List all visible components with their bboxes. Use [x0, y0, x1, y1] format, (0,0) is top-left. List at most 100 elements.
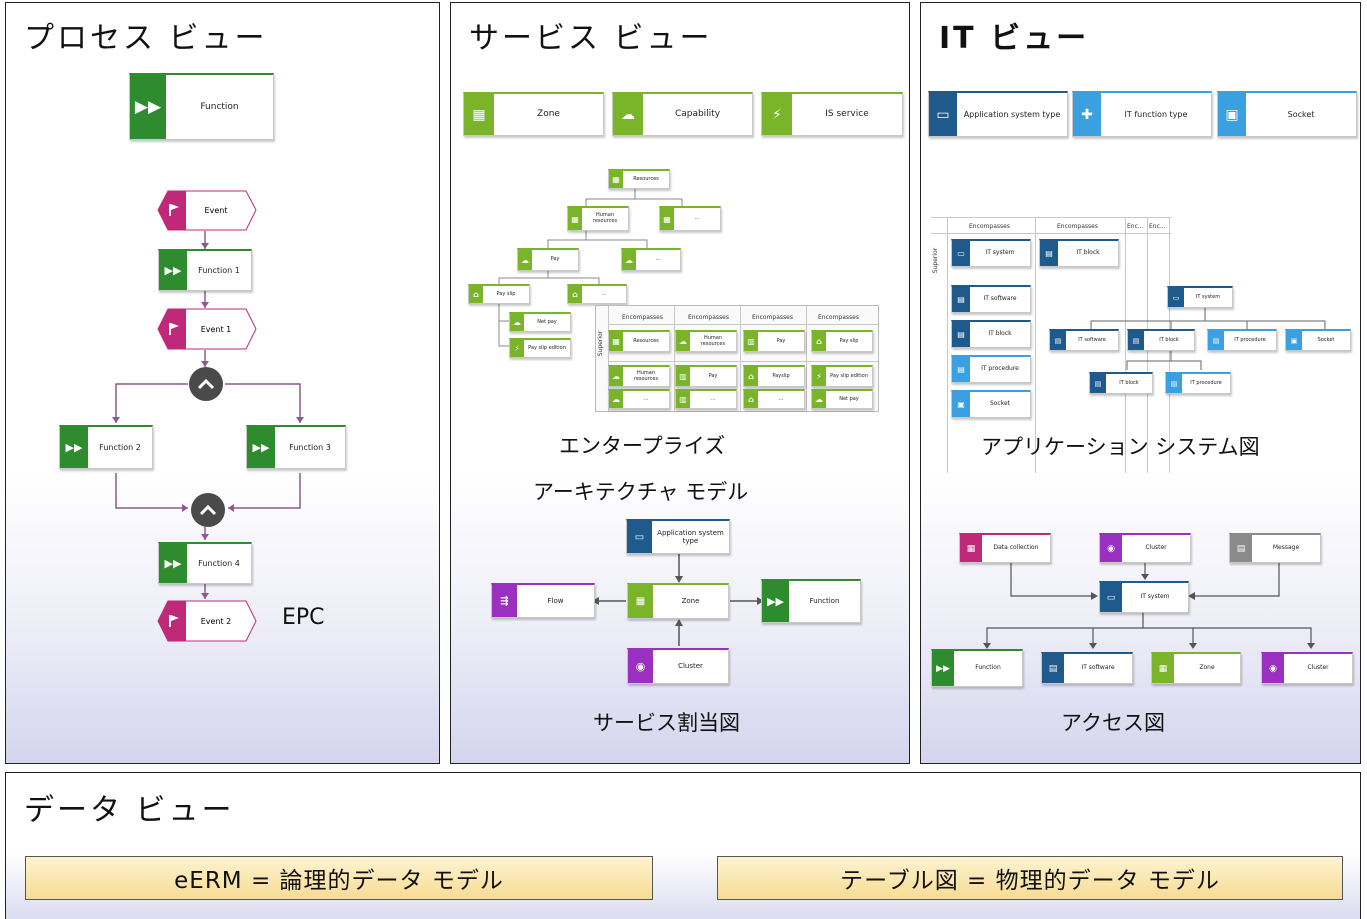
it-matrix-it-system-label: IT system — [985, 249, 1015, 257]
allocation-flow[interactable]: ⇶ Flow — [491, 583, 595, 618]
function-icon: ▶▶ — [159, 251, 187, 290]
procedure-icon: ▤ — [1166, 374, 1182, 393]
it-matrix-it-software: ▤ IT software — [951, 285, 1031, 313]
software-icon: ▤ — [1050, 331, 1066, 350]
it-matrix-header-short: Enc... — [1149, 223, 1166, 230]
application-icon: ▭ — [1168, 288, 1184, 307]
it-tree-it-block-label: IT block — [1159, 336, 1179, 343]
access-cluster-label: Cluster — [1145, 544, 1167, 552]
access-connectors — [983, 563, 1315, 649]
it-matrix-it-block-2: ▤ IT block — [951, 320, 1031, 348]
socket-icon: ▣ — [952, 392, 970, 417]
access-data-collection-label: Data collection — [993, 544, 1039, 552]
allocation-function[interactable]: ▶▶ Function — [761, 579, 861, 623]
it-tree-it-procedure-label: IT procedure — [1234, 336, 1266, 343]
it-tree-it-procedure-2: ▤ IT procedure — [1165, 372, 1231, 394]
legend-socket-label: Socket — [1287, 109, 1315, 119]
allocation-zone[interactable]: ▦ Zone — [627, 583, 729, 619]
it-tree-it-block: ▤ IT block — [1127, 329, 1195, 351]
it-tree-it-procedure-label: IT procedure — [1190, 379, 1222, 386]
allocation-flow-label: Flow — [547, 596, 564, 605]
data-view-panel: データ ビュー eERM = 論理的データ モデル テーブル図 = 物理的データ… — [5, 772, 1361, 919]
matrix-header: Encompasses — [688, 314, 729, 321]
tree-ellipsis-1: ▦ ... — [659, 206, 721, 231]
access-data-collection[interactable]: ▦ Data collection — [959, 533, 1051, 563]
legend-capability-object[interactable]: ☁ Capability — [612, 92, 753, 136]
access-zone-label: Zone — [1199, 664, 1215, 672]
allocation-zone-label: Zone — [681, 597, 700, 606]
access-cluster-2[interactable]: ◉ Cluster — [1261, 652, 1353, 684]
legend-app-system-type-object[interactable]: ▭ Application system type — [928, 91, 1068, 137]
tree-human-resources: ▦ Human resources — [567, 206, 629, 231]
it-view-title: IT ビュー — [939, 21, 1090, 56]
allocation-app-system-type[interactable]: ▭ Application system type — [626, 519, 730, 554]
zone-icon: ▦ — [609, 332, 623, 351]
access-function[interactable]: ▶▶ Function — [931, 649, 1023, 687]
capability-icon: ☁ — [609, 367, 623, 386]
flow-icon: ⇶ — [492, 585, 517, 617]
access-it-system-label: IT system — [1140, 593, 1170, 601]
legend-is-service-label: IS service — [825, 109, 869, 120]
legend-zone-object[interactable]: ▦ Zone — [463, 92, 604, 136]
is-service-icon: ⚡ — [510, 340, 524, 357]
capability-icon: ☁ — [812, 391, 826, 408]
is-service-icon: ⚡ — [762, 94, 792, 135]
matrix-ellipsis-3: ⌂ ... — [743, 389, 805, 409]
enterprise-architecture-caption-1: エンタープライズ — [559, 434, 726, 458]
legend-function-object[interactable]: ▶▶ Function — [129, 73, 274, 140]
legend-it-function-type-object[interactable]: ✚ IT function type — [1072, 91, 1212, 137]
application-icon: ▭ — [929, 93, 957, 136]
allocation-cluster[interactable]: ◉ Cluster — [627, 648, 729, 684]
matrix-human-resources: ☁ Human resources — [675, 330, 737, 352]
matrix-resources-label: Resources — [633, 337, 659, 344]
socket-icon: ▣ — [1218, 93, 1246, 136]
legend-zone-label: Zone — [537, 109, 560, 120]
access-cluster[interactable]: ◉ Cluster — [1099, 533, 1191, 563]
epc-function3[interactable]: ▶▶ Function 3 — [246, 425, 346, 469]
procedure-icon: ▤ — [952, 357, 970, 382]
matrix-pay-slip: ⌂ Pay slip — [811, 330, 873, 352]
cluster-icon: ◉ — [1100, 535, 1122, 562]
access-it-software[interactable]: ▤ IT software — [1041, 652, 1133, 684]
it-tree-it-system-label: IT system — [1195, 293, 1221, 300]
it-matrix-it-block-label: IT block — [988, 330, 1012, 338]
capability-icon: ☁ — [613, 94, 643, 135]
it-tree-socket: ▣ Socket — [1285, 329, 1351, 351]
tree-ellipsis-label: ... — [655, 256, 661, 263]
matrix-pay-slip-label: Pay slip — [839, 337, 859, 344]
zone-icon: ▥ — [744, 332, 758, 351]
epc-function1-label: Function 1 — [198, 265, 240, 275]
legend-it-function-type-label: IT function type — [1124, 109, 1188, 119]
matrix-ellipsis-1: ☁ ... — [608, 389, 670, 409]
eerm-logical-data-model-button[interactable]: eERM = 論理的データ モデル — [25, 856, 653, 900]
access-message[interactable]: ▤ Message — [1229, 533, 1321, 563]
matrix-pay-label: Pay — [776, 337, 786, 344]
application-icon: ▭ — [1100, 583, 1122, 612]
allocation-connectors — [592, 554, 764, 646]
legend-is-service-object[interactable]: ⚡ IS service — [761, 92, 903, 136]
tree-ellipsis-label: ... — [601, 290, 607, 297]
zone-icon: ▦ — [568, 208, 582, 230]
it-tree-connectors — [1090, 308, 1326, 370]
legend-socket-object[interactable]: ▣ Socket — [1217, 91, 1357, 137]
software-icon: ▤ — [952, 287, 970, 312]
enterprise-architecture-caption-2: アーキテクチャ モデル — [533, 480, 749, 504]
capability-icon: ⌂ — [812, 332, 826, 351]
access-it-system[interactable]: ▭ IT system — [1099, 581, 1189, 613]
epc-function2[interactable]: ▶▶ Function 2 — [59, 425, 153, 469]
epc-function4[interactable]: ▶▶ Function 4 — [158, 542, 252, 584]
matrix-pay-slip-edition-label: Pay slip edition — [830, 372, 868, 379]
matrix-ellipsis-label: ... — [643, 395, 649, 402]
matrix-pay-2: ▥ Pay — [675, 365, 737, 387]
access-message-label: Message — [1272, 544, 1300, 552]
epc-function1[interactable]: ▶▶ Function 1 — [158, 249, 252, 291]
access-zone[interactable]: ▦ Zone — [1151, 652, 1241, 684]
tree-pay-label: Pay — [550, 256, 560, 263]
function-icon: ▶▶ — [60, 427, 88, 468]
matrix-header: Encompasses — [818, 314, 859, 321]
it-matrix-header: Encompasses — [1057, 223, 1098, 230]
it-tree-it-block-label: IT block — [1119, 379, 1139, 386]
table-diagram-physical-data-model-button[interactable]: テーブル図 = 物理的データ モデル — [717, 856, 1343, 900]
tree-resources-label: Resources — [633, 175, 659, 182]
matrix-header: Encompasses — [622, 314, 663, 321]
